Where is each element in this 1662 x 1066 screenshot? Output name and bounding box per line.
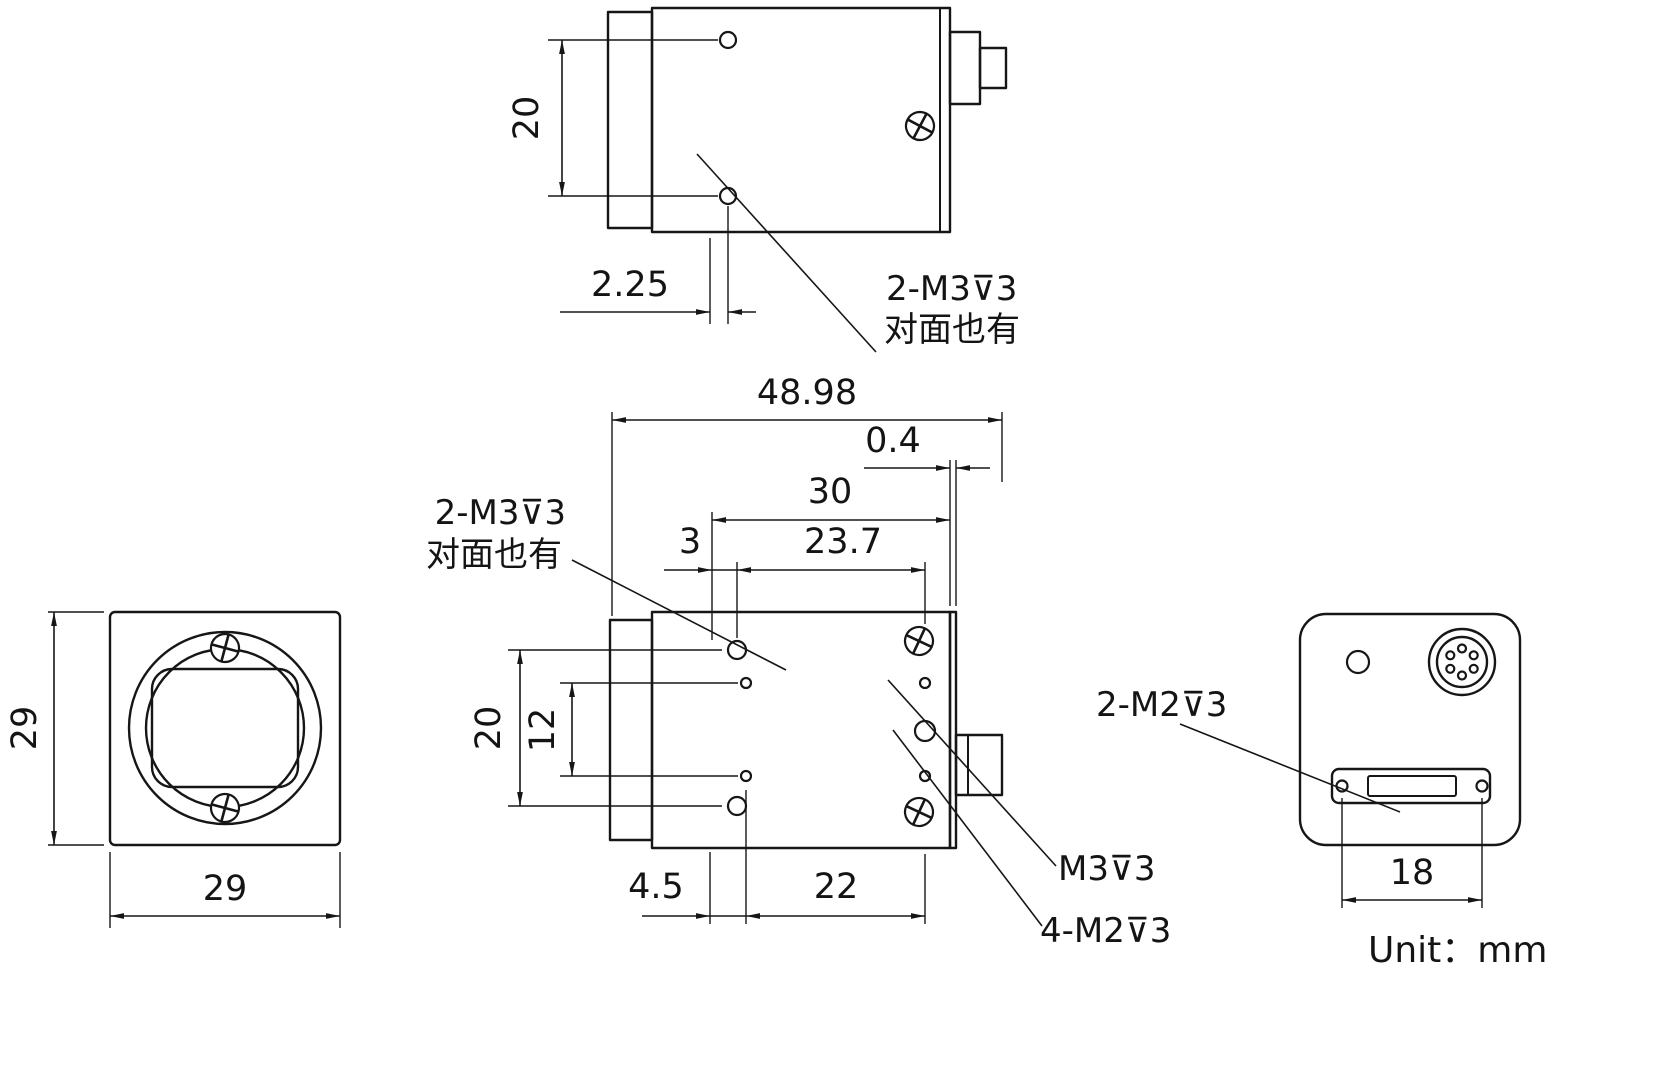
dim-hole-span: 23.7 xyxy=(804,522,882,562)
data-port-tongue xyxy=(1367,775,1457,797)
dim-front-height: 29 xyxy=(5,706,45,751)
camera-body-top xyxy=(650,6,952,234)
dim-top-hole-offset: 2.25 xyxy=(591,265,669,305)
connector-pin xyxy=(1456,670,1468,681)
screw-cross-icon xyxy=(220,634,230,662)
camera-body-back xyxy=(1298,612,1522,847)
dim-bottom-span: 22 xyxy=(814,867,859,907)
leader-line xyxy=(571,559,787,671)
m3-hole-bottom xyxy=(718,186,738,206)
back-view: 18 2-M2⊽3 xyxy=(1096,612,1522,908)
phillips-screw xyxy=(903,625,935,657)
connector-plug xyxy=(978,46,1008,90)
phillips-screw xyxy=(209,792,241,824)
lens-mount-outer-ring xyxy=(127,630,323,826)
screw-cross-icon xyxy=(911,627,927,655)
dim-small-hole-spacing-v: 12 xyxy=(523,708,563,753)
m2-hole xyxy=(739,676,753,690)
data-port xyxy=(1330,767,1492,805)
camera-body-front xyxy=(108,610,342,847)
dim-hole-spacing-v: 20 xyxy=(469,706,509,751)
leader-line xyxy=(892,729,1043,927)
thread-note-side-line2: 对面也有 xyxy=(426,535,562,575)
phillips-screw xyxy=(903,796,935,828)
connector-pin xyxy=(1456,643,1468,654)
thread-note-top-line1: 2-M3⊽3 xyxy=(886,269,1017,309)
dim-front-offset: 3 xyxy=(679,522,701,562)
connector-pin xyxy=(1468,663,1479,674)
phillips-screw xyxy=(209,632,241,664)
unit-note: Unit：mm xyxy=(1368,930,1547,971)
m3-hole-top xyxy=(718,30,738,50)
m2-hole xyxy=(918,676,932,690)
phillips-screw xyxy=(904,110,936,142)
side-view: 48.98 0.4 30 3 23.7 20 12 4 xyxy=(426,373,1171,951)
m3-hole xyxy=(726,639,748,661)
dim-plate-thickness: 0.4 xyxy=(865,421,921,461)
thread-note-top-line2: 对面也有 xyxy=(884,310,1020,350)
front-view: 29 29 xyxy=(5,610,342,928)
dim-connector-span: 18 xyxy=(1390,853,1435,893)
m3-hole xyxy=(913,719,937,743)
m3-hole xyxy=(726,795,748,817)
leader-line xyxy=(696,153,877,353)
m2-hole xyxy=(739,769,753,783)
power-io-connector-inner xyxy=(1435,635,1489,689)
connector-side xyxy=(954,733,1004,797)
dim-top-hole-spacing: 20 xyxy=(507,96,547,141)
thread-note-4m2: 4-M2⊽3 xyxy=(1040,911,1171,951)
status-led xyxy=(1345,649,1371,675)
leader-line xyxy=(1179,723,1401,813)
leader-line xyxy=(887,679,1057,867)
connector-pin xyxy=(1445,663,1456,674)
connector-pin xyxy=(1468,650,1479,661)
dim-bottom-offset: 4.5 xyxy=(628,867,684,907)
screw-cross-icon xyxy=(912,113,928,139)
power-io-connector-outer xyxy=(1427,627,1497,697)
m2-screw-hole xyxy=(1475,779,1489,793)
thread-note-m3: M3⊽3 xyxy=(1058,849,1155,889)
back-plate xyxy=(948,610,958,850)
dim-front-width: 29 xyxy=(203,869,248,909)
dim-body-length: 30 xyxy=(808,472,853,512)
top-view: 20 2.25 2-M3⊽3 对面也有 xyxy=(507,6,1020,353)
sensor-window xyxy=(150,667,300,789)
dim-total-length: 48.98 xyxy=(757,373,857,413)
screw-cross-icon xyxy=(220,794,230,822)
thread-note-2m2: 2-M2⊽3 xyxy=(1096,685,1227,725)
screw-cross-icon xyxy=(911,798,927,826)
thread-note-side-line1: 2-M3⊽3 xyxy=(435,493,566,533)
connector-pin xyxy=(1445,650,1456,661)
